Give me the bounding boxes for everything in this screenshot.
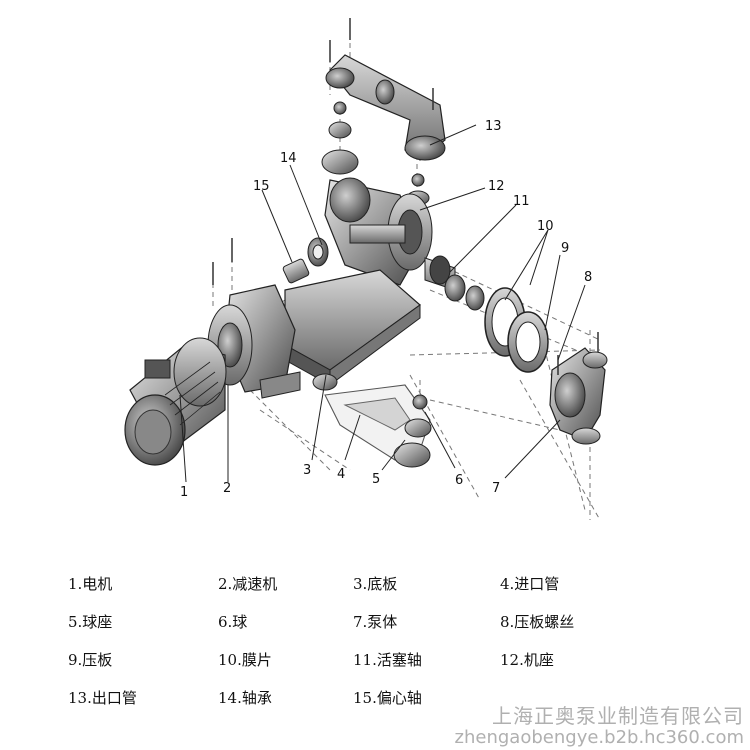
leader-lines [179, 124, 586, 483]
callout-8: 8 [584, 270, 592, 285]
callout-15: 15 [253, 179, 270, 194]
pump-housing [324, 177, 433, 286]
parts-legend: 1.电机 2.减速机 3.底板 4.进口管 5.球座 6.球 7.泵体 8.压板… [0, 560, 750, 710]
legend-item: 2.减速机 [218, 575, 278, 593]
base-plate [284, 269, 421, 386]
callout-6: 6 [455, 473, 463, 488]
press-plate [507, 311, 549, 373]
diaphragms [444, 274, 526, 357]
callout-12: 12 [488, 179, 505, 194]
legend-item: 8.压板螺丝 [500, 613, 575, 631]
legend-item: 6.球 [218, 613, 248, 631]
legend-item: 3.底板 [353, 575, 398, 593]
legend-item: 15.偏心轴 [353, 689, 422, 707]
callout-3: 3 [303, 463, 311, 478]
legend-item: 14.轴承 [218, 689, 272, 707]
callout-9: 9 [561, 241, 569, 256]
legend-item: 13.出口管 [68, 689, 137, 707]
callout-13: 13 [485, 119, 502, 134]
callout-14: 14 [280, 151, 297, 166]
callout-4: 4 [337, 467, 345, 482]
callout-10: 10 [537, 219, 554, 234]
callout-7: 7 [492, 481, 500, 496]
callout-5: 5 [372, 472, 380, 487]
legend-item: 11.活塞轴 [353, 651, 422, 669]
callout-labels: 1 2 3 4 5 6 7 8 9 10 11 12 13 14 15 [180, 119, 592, 500]
callout-2: 2 [223, 481, 231, 496]
lower-ball-valves [312, 373, 432, 468]
outlet-pipe [325, 18, 446, 161]
legend-item: 1.电机 [68, 575, 113, 593]
watermark-url: zhengaobengye.b2b.hc360.com [454, 727, 744, 748]
legend-item: 9.压板 [68, 651, 113, 669]
callout-1: 1 [180, 485, 188, 500]
motor [124, 337, 227, 466]
legend-item: 10.膜片 [218, 651, 272, 669]
callout-11: 11 [513, 194, 530, 209]
legend-item: 7.泵体 [353, 613, 398, 631]
eccentric-shaft-and-bearing [282, 237, 329, 284]
screws [212, 238, 559, 375]
watermark-company: 上海正奥泵业制造有限公司 [492, 704, 744, 728]
pump-body [549, 332, 608, 445]
legend-item: 4.进口管 [500, 575, 560, 593]
legend-item: 5.球座 [68, 613, 113, 631]
legend-item: 12.机座 [500, 651, 554, 669]
